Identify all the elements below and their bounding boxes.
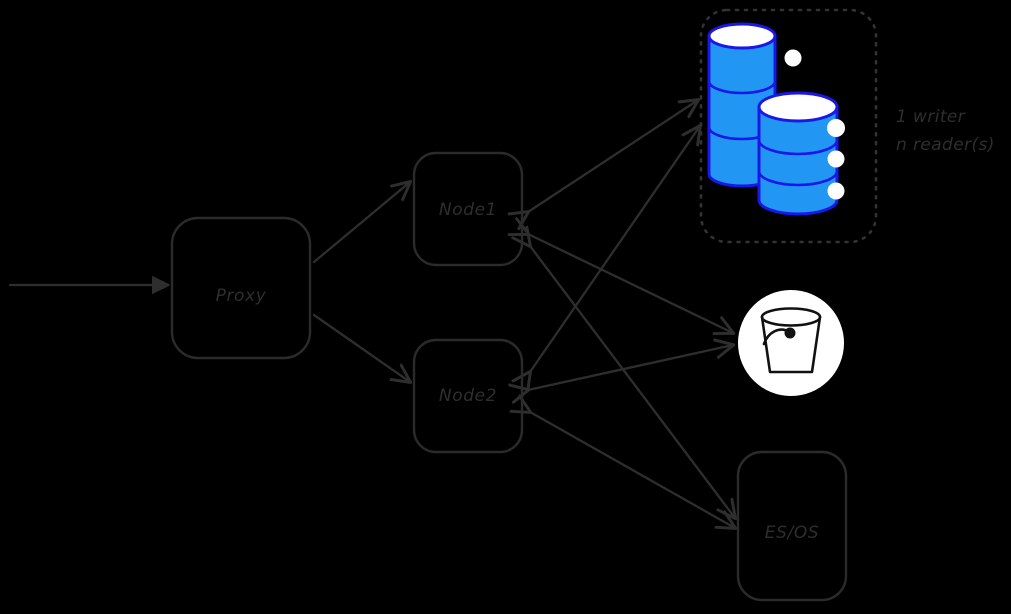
- proxy-label: Proxy: [216, 286, 267, 306]
- database-status-dot: [827, 150, 845, 168]
- edge-layer: [8, 100, 735, 528]
- database-annotation-line1: 1 writer: [896, 107, 966, 127]
- edge-node1-to-database: [528, 100, 698, 212]
- edge-node2-to-database: [530, 126, 700, 372]
- esos-label: ES/OS: [765, 523, 819, 543]
- database-status-dot: [784, 49, 802, 67]
- esos-node[interactable]: ES/OS: [736, 450, 848, 602]
- database-group-border: [699, 8, 878, 244]
- node2-box[interactable]: [412, 338, 524, 454]
- database-status-dot: [827, 119, 845, 137]
- edge-node2-to-esos: [530, 412, 735, 528]
- proxy-box[interactable]: [170, 216, 312, 360]
- node2-label: Node2: [439, 386, 497, 406]
- node2-node[interactable]: Node2: [412, 338, 524, 454]
- node1-node[interactable]: Node1: [412, 151, 524, 267]
- database-annotation: 1 writer n reader(s): [896, 107, 995, 155]
- edge-node2-to-bucket: [528, 345, 733, 390]
- database-group[interactable]: [699, 8, 878, 244]
- object-store-node[interactable]: [738, 290, 844, 396]
- edge-proxy-to-node2: [312, 313, 410, 382]
- node1-label: Node1: [439, 200, 497, 220]
- database-cylinder-secondary: [757, 91, 845, 216]
- node1-box[interactable]: [412, 151, 524, 267]
- esos-box[interactable]: [736, 450, 848, 602]
- database-status-dot: [827, 182, 845, 200]
- proxy-node[interactable]: Proxy: [170, 216, 312, 360]
- database-annotation-line2: n reader(s): [896, 135, 995, 155]
- bucket-backdrop-circle[interactable]: [738, 290, 844, 396]
- edge-proxy-to-node1: [312, 182, 410, 264]
- bucket-icon: [760, 307, 822, 374]
- bucket-handle-knob: [784, 327, 796, 339]
